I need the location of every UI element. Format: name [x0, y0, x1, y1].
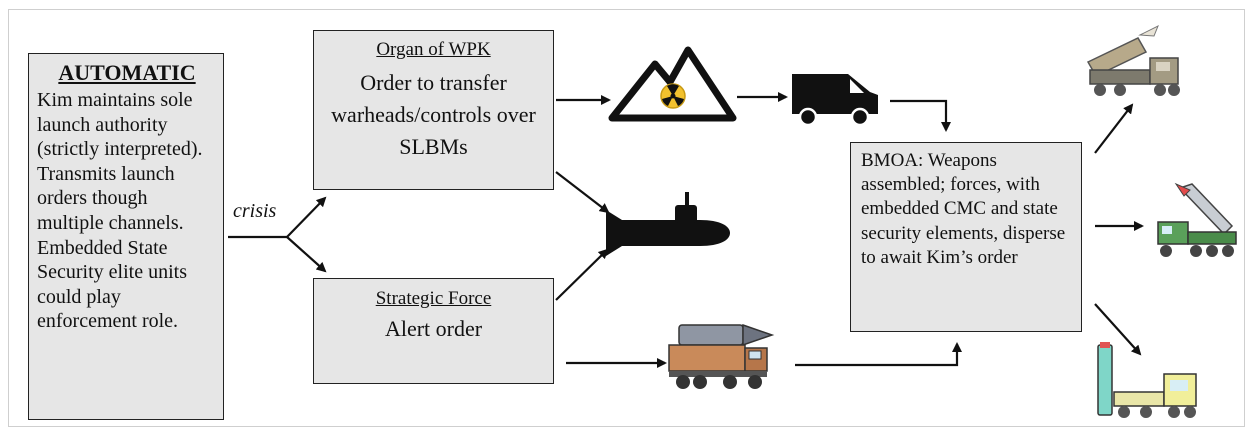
bmoa-text: BMOA: Weapons assembled; forces, with em… [861, 150, 1066, 268]
automatic-heading: AUTOMATIC [58, 60, 196, 85]
submarine-icon [606, 192, 730, 256]
organ-wpk-box: Organ of WPK Order to transfer warheads/… [313, 30, 554, 190]
bmoa-box: BMOA: Weapons assembled; forces, with em… [850, 142, 1082, 332]
missile-truck-icon [668, 323, 775, 389]
diagram-frame [8, 9, 1245, 427]
bmoa-to-silo-arrow [1094, 303, 1142, 356]
rocket-launcher-icon [1086, 24, 1180, 96]
automatic-box: AUTOMATIC Kim maintains sole launch auth… [28, 53, 224, 420]
strategic-force-box: Strategic Force Alert order [313, 278, 554, 384]
silo-launcher-icon [1097, 342, 1197, 418]
nuclear-mountain-icon [608, 46, 737, 122]
truck-to-bmoa-arrow [795, 342, 962, 367]
wpk-to-sub-arrow [555, 171, 610, 214]
crisis-to-wpk-arrow [286, 196, 327, 238]
automatic-text: Kim maintains sole launch authority (str… [37, 89, 203, 333]
crisis-to-sf-arrow [286, 236, 327, 273]
van-icon [792, 74, 878, 127]
organ-wpk-heading: Organ of WPK [376, 39, 491, 60]
crisis-label: crisis [233, 200, 277, 222]
organ-wpk-text: Order to transfer warheads/controls over… [331, 70, 536, 159]
van-to-bmoa-arrow [890, 99, 951, 132]
strategic-force-text: Alert order [384, 316, 483, 341]
sf-to-sub-arrow [555, 248, 609, 301]
bmoa-to-rocket-launcher-arrow [1094, 103, 1134, 154]
missile-erector-icon [1157, 182, 1237, 257]
strategic-force-heading: Strategic Force [375, 288, 492, 309]
